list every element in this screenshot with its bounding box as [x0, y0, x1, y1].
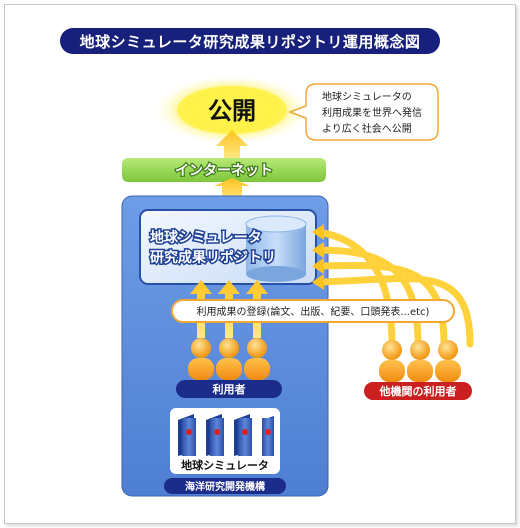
simulator-box [170, 408, 280, 474]
callout-bubble [287, 83, 439, 141]
internet-label: インターネット [175, 163, 273, 179]
org-label: 海洋研究開発機構 [185, 480, 265, 493]
repository-line-2: 研究成果リポジトリ [150, 249, 276, 266]
simulator-label: 地球シミュレータ [181, 458, 269, 472]
users-pill [176, 380, 282, 398]
callout-line-2: 利用成果を世界へ発信 [322, 106, 422, 119]
supercomputer-icon [178, 414, 274, 456]
internet-bar [122, 158, 326, 182]
publish-arrow [216, 130, 248, 160]
external-users-label: 他機関の利用者 [379, 384, 457, 398]
external-flow-arrows [314, 228, 474, 348]
external-users-icon [379, 340, 461, 382]
external-users-pill [364, 382, 472, 400]
publish-label: 公開 [208, 97, 256, 125]
users-label: 利用者 [213, 382, 246, 396]
repository-line-1: 地球シミュレータ [150, 229, 262, 246]
callout-line-3: より広く社会へ公開 [322, 122, 412, 135]
external-arrow-heads [312, 224, 324, 290]
callout-line-1: 地球シミュレータの [322, 90, 412, 103]
org-pill [164, 478, 286, 494]
publish-core [177, 86, 287, 134]
registration-label: 利用成果の登録(論文、出版、紀要、口頭発表...etc) [197, 305, 430, 318]
internal-users-icon [188, 338, 270, 380]
registration-pill [171, 299, 455, 323]
database-icon [245, 215, 307, 282]
diagram-title: 地球シミュレータ研究成果リポジトリ運用概念図 [60, 28, 440, 54]
